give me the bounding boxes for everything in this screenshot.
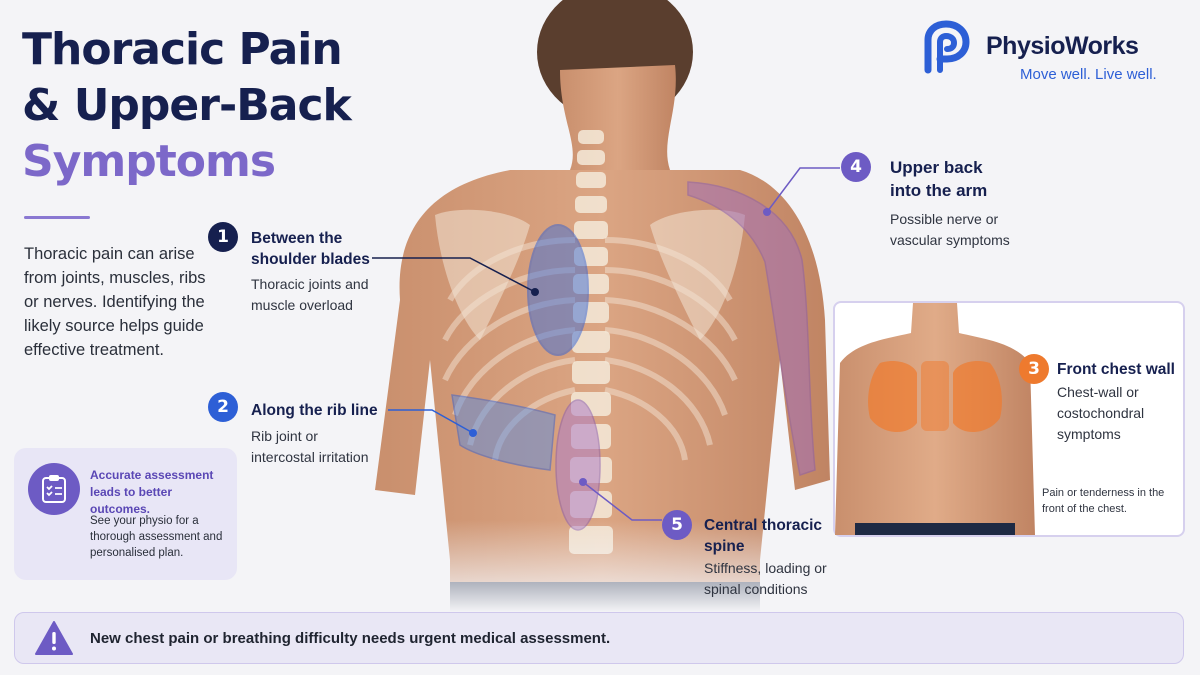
clipboard-checklist-icon <box>28 463 80 515</box>
sternum-region <box>921 361 949 431</box>
callout-2-badge: 2 <box>208 392 238 422</box>
callout-2-title: Along the rib line <box>251 402 378 419</box>
leader-dot-2 <box>469 429 477 437</box>
back-anatomy-figure <box>340 0 840 612</box>
physioworks-logo-icon <box>924 20 970 74</box>
intro-text: Thoracic pain can arise from joints, mus… <box>24 245 206 359</box>
leader-dot-1 <box>531 288 539 296</box>
urgent-alert-banner <box>14 612 1184 664</box>
left-chest-region <box>868 361 917 433</box>
leader-line-4 <box>766 167 840 213</box>
leader-dot-4 <box>763 208 771 216</box>
card-heading: Accurate assessment leads to better outc… <box>90 468 214 516</box>
callout-1-badge: 1 <box>208 222 238 252</box>
brand-tagline: Move well. Live well. <box>1020 66 1157 83</box>
leader-line-1 <box>372 257 536 293</box>
callout-3-badge: 3 <box>1019 354 1049 384</box>
callout-4-badge: 4 <box>841 152 871 182</box>
title-line-2: & Upper-Back <box>22 80 352 131</box>
callout-5-badge: 5 <box>662 510 692 540</box>
right-chest-region <box>953 361 1002 433</box>
warning-triangle-icon <box>35 621 73 655</box>
title-divider <box>24 216 90 219</box>
card-body: See your physio for a thorough assessmen… <box>90 515 223 559</box>
leader-line-5 <box>582 481 662 521</box>
page-title: Thoracic Pain & Upper-Back Symptoms <box>22 22 402 190</box>
title-line-1: Thoracic Pain <box>22 24 343 75</box>
leader-lines <box>372 167 840 521</box>
alert-text: New chest pain or breathing difficulty n… <box>90 630 611 647</box>
brand-name: PhysioWorks <box>986 32 1139 60</box>
chest-shorts <box>855 523 1015 535</box>
callout-3-title: Front chest wall <box>1057 361 1175 378</box>
chest-figure <box>835 303 1035 535</box>
leader-dot-5 <box>579 478 587 486</box>
title-line-3: Symptoms <box>22 136 276 187</box>
leader-line-2 <box>388 409 474 434</box>
